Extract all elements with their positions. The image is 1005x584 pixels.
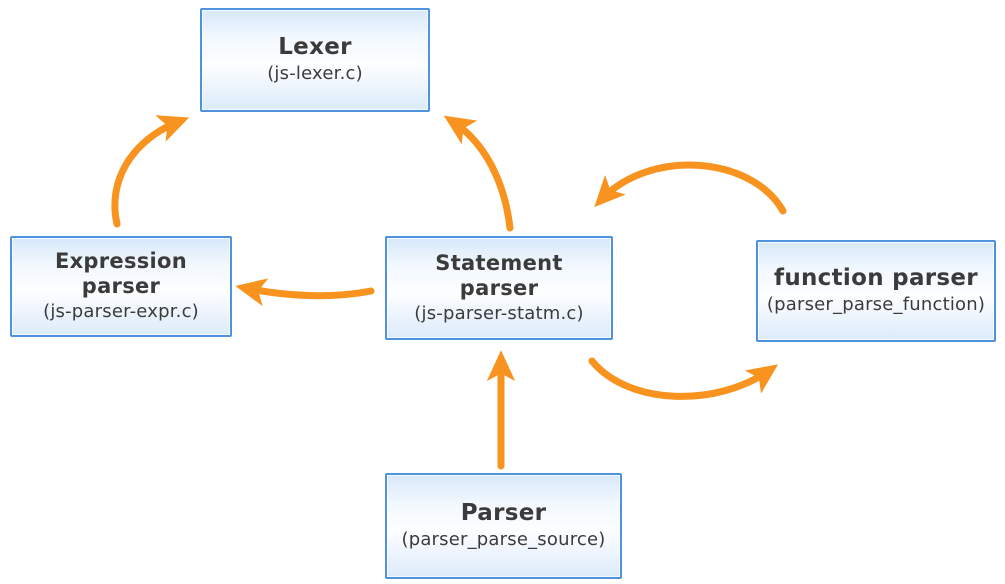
node-expression-parser: Expression parser (js-parser-expr.c) (10, 236, 232, 337)
edge-statement-parser-to-function-parser-arrow (588, 357, 779, 400)
node-statement-parser-title: Statement parser (435, 250, 563, 300)
node-function-parser-subtitle: (parser_parse_function) (766, 294, 986, 316)
edge-expression-parser-to-lexer-arrow (111, 115, 190, 228)
node-function-parser-title: function parser (774, 265, 978, 292)
edge-statement-parser-to-lexer-arrow (443, 115, 514, 232)
node-expression-parser-title: Expression parser (54, 249, 188, 299)
node-parser: Parser (parser_parse_source) (385, 473, 622, 579)
node-expression-parser-subtitle: (js-parser-expr.c) (43, 301, 199, 323)
node-lexer-title: Lexer (278, 34, 352, 61)
node-lexer: Lexer (js-lexer.c) (200, 8, 430, 112)
node-lexer-subtitle: (js-lexer.c) (267, 63, 363, 85)
node-parser-subtitle: (parser_parse_source) (401, 529, 606, 551)
node-function-parser: function parser (parser_parse_function) (756, 240, 996, 342)
edge-function-parser-to-statement-parser-arrow (594, 161, 787, 215)
node-statement-parser-subtitle: (js-parser-statm.c) (414, 302, 584, 324)
edge-statement-parser-to-expression-parser-arrow (235, 278, 375, 307)
node-statement-parser: Statement parser (js-parser-statm.c) (385, 236, 613, 340)
node-parser-title: Parser (460, 500, 547, 527)
